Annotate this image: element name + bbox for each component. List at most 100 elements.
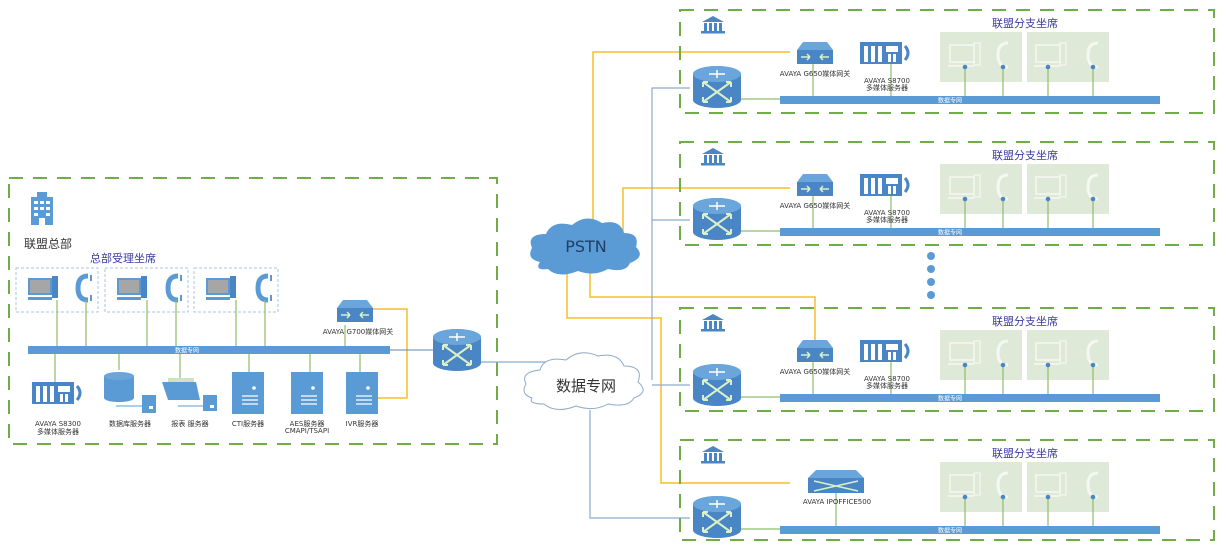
branch-seat-group[interactable] bbox=[940, 32, 1022, 82]
pstn-cloud[interactable]: PSTN bbox=[530, 218, 640, 275]
port-dot bbox=[1000, 196, 1006, 202]
branch-router-icon[interactable] bbox=[692, 495, 742, 539]
port-dot bbox=[962, 362, 968, 368]
phone-icon bbox=[78, 275, 92, 301]
hq-server-database[interactable]: 数据库服务器 bbox=[104, 372, 156, 428]
database-server-icon bbox=[104, 372, 156, 413]
computer-icon bbox=[206, 276, 236, 300]
branch-data-bus[interactable] bbox=[780, 96, 1160, 104]
port-dot bbox=[962, 494, 968, 500]
branch-seat-group[interactable] bbox=[1027, 462, 1109, 512]
svg-text:数据库服务器: 数据库服务器 bbox=[109, 419, 151, 428]
port-dot bbox=[962, 64, 968, 70]
computer-icon bbox=[117, 276, 147, 300]
datanet-cloud[interactable]: 数据专网 bbox=[523, 352, 644, 410]
branch-router-icon[interactable] bbox=[692, 65, 742, 109]
branch-data-bus[interactable] bbox=[780, 394, 1160, 402]
computer-icon bbox=[28, 276, 58, 300]
hq-bus-label: 数据专网 bbox=[175, 347, 199, 355]
hq-server-cti[interactable]: CTI服务器 bbox=[231, 371, 265, 428]
svg-text:数据专网: 数据专网 bbox=[556, 377, 616, 395]
branch-seat-group[interactable] bbox=[1027, 164, 1109, 214]
phone-icon bbox=[168, 275, 182, 301]
branch-bus-label: 数据专网 bbox=[938, 97, 962, 105]
media-gateway-icon[interactable] bbox=[796, 41, 834, 65]
hq-server-report[interactable]: 报表 服务器 bbox=[162, 378, 217, 428]
branch-boundary bbox=[679, 141, 1215, 246]
svg-text:AVAYA S8300: AVAYA S8300 bbox=[35, 420, 81, 428]
branch-seat-group[interactable] bbox=[940, 462, 1022, 512]
server-icon bbox=[345, 371, 379, 415]
branch-router-icon[interactable] bbox=[692, 197, 742, 241]
svg-text:多媒体服务器: 多媒体服务器 bbox=[37, 427, 79, 436]
branch-gateway-label: AVAYA G650媒体网关 bbox=[780, 201, 850, 210]
media-server-icon[interactable] bbox=[858, 172, 910, 198]
port-dot bbox=[1090, 362, 1096, 368]
branch-gateway-label: AVAYA IPOFFICE500 bbox=[803, 498, 871, 506]
branch-gateway-label: AVAYA G650媒体网关 bbox=[780, 69, 850, 78]
port-dot bbox=[1000, 64, 1006, 70]
building-icon bbox=[31, 192, 53, 225]
port-dot bbox=[1045, 362, 1051, 368]
branch-bus-label: 数据专网 bbox=[938, 395, 962, 403]
svg-text:AES服务器: AES服务器 bbox=[290, 419, 325, 428]
branch-gateway-label: AVAYA G650媒体网关 bbox=[780, 367, 850, 376]
more-branches-dots bbox=[927, 252, 935, 299]
hq-data-bus[interactable] bbox=[28, 346, 390, 354]
branch-server-label: AVAYA S8700 bbox=[864, 77, 910, 85]
hq-boundary bbox=[8, 177, 498, 445]
branch-data-bus[interactable] bbox=[780, 228, 1160, 236]
hq-server-media[interactable]: AVAYA S8300 多媒体服务器 bbox=[30, 380, 82, 436]
hq-gateway-g700[interactable]: AVAYA G700媒体网关 bbox=[323, 299, 393, 336]
media-server-icon[interactable] bbox=[858, 338, 910, 364]
phone-icon bbox=[258, 275, 272, 301]
hq-server-aes[interactable]: AES服务器 CMAPI/TSAPI bbox=[285, 371, 329, 435]
branch-server-sublabel: 多媒体服务器 bbox=[866, 215, 908, 224]
server-icon bbox=[290, 371, 324, 415]
branch-seats-title: 联盟分支坐席 bbox=[992, 148, 1058, 162]
branch-server-sublabel: 多媒体服务器 bbox=[866, 83, 908, 92]
hq-seat-group[interactable] bbox=[104, 267, 189, 313]
svg-text:报表 服务器: 报表 服务器 bbox=[171, 419, 208, 428]
svg-text:PSTN: PSTN bbox=[565, 237, 607, 256]
hq-name: 联盟总部 bbox=[24, 236, 72, 251]
port-dot bbox=[1000, 362, 1006, 368]
datanet-links bbox=[589, 87, 690, 519]
media-gateway-icon[interactable] bbox=[796, 173, 834, 197]
branch-server-sublabel: 多媒体服务器 bbox=[866, 381, 908, 390]
port-dot bbox=[1045, 494, 1051, 500]
seat-links bbox=[56, 300, 346, 346]
media-gateway-icon bbox=[336, 299, 374, 323]
hq-router-icon[interactable] bbox=[432, 328, 482, 372]
branch-bus-label: 数据专网 bbox=[938, 527, 962, 535]
hq-server-ivr[interactable]: IVR服务器 bbox=[345, 371, 379, 428]
svg-text:CTI服务器: CTI服务器 bbox=[232, 419, 264, 428]
media-server-icon bbox=[30, 380, 82, 406]
branch-server-label: AVAYA S8700 bbox=[864, 209, 910, 217]
branch-bus-label: 数据专网 bbox=[938, 229, 962, 237]
bank-icon bbox=[701, 16, 725, 34]
port-dot bbox=[1090, 494, 1096, 500]
branch-seat-group[interactable] bbox=[940, 330, 1022, 380]
branch-seats-title: 联盟分支坐席 bbox=[992, 446, 1058, 460]
server-icon bbox=[231, 371, 265, 415]
branch-seats-title: 联盟分支坐席 bbox=[992, 314, 1058, 328]
branch-seat-group[interactable] bbox=[940, 164, 1022, 214]
branch-boundary bbox=[679, 439, 1215, 541]
branch-boundary bbox=[679, 9, 1215, 114]
ipoffice-switch-icon[interactable] bbox=[808, 470, 864, 493]
port-dot bbox=[1045, 64, 1051, 70]
media-gateway-icon[interactable] bbox=[796, 339, 834, 363]
branch-data-bus[interactable] bbox=[780, 526, 1160, 534]
branch-seat-group[interactable] bbox=[1027, 32, 1109, 82]
branch-seat-group[interactable] bbox=[1027, 330, 1109, 380]
port-dot bbox=[1045, 196, 1051, 202]
bank-icon bbox=[701, 314, 725, 332]
branch-router-icon[interactable] bbox=[692, 363, 742, 407]
media-server-icon[interactable] bbox=[858, 40, 910, 66]
bank-icon bbox=[701, 446, 725, 464]
